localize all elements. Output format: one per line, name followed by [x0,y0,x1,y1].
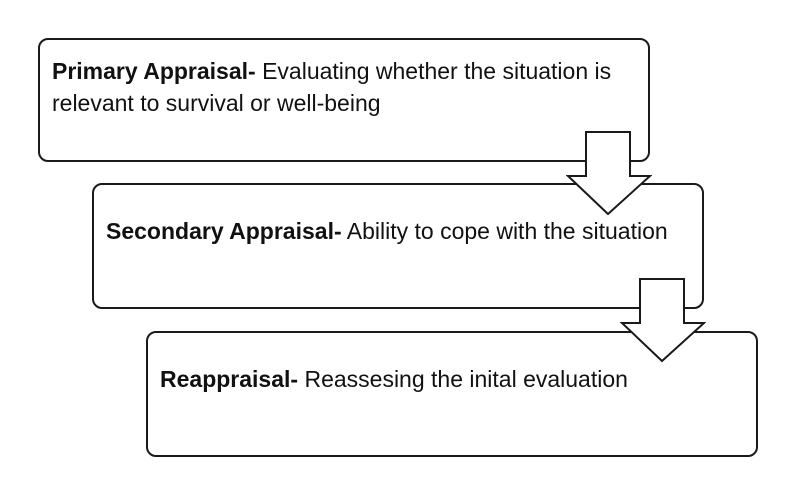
step-description: Ability to cope with the situation [346,218,668,244]
step-box-reappraisal: Reappraisal- Reassesing the inital evalu… [146,331,758,457]
step-term: Reappraisal- [160,366,299,392]
step-box-primary-appraisal: Primary Appraisal- Evaluating whether th… [38,38,650,162]
down-arrow-icon [566,131,652,216]
step-box-secondary-appraisal: Secondary Appraisal- Ability to cope wit… [92,183,704,309]
step-description: Reassesing the inital evaluation [304,366,628,392]
step-description: Evaluating whether the situation is rele… [52,58,612,116]
step-term: Secondary Appraisal- [106,218,342,244]
down-arrow-icon [620,278,706,363]
step-term: Primary Appraisal- [52,58,256,84]
